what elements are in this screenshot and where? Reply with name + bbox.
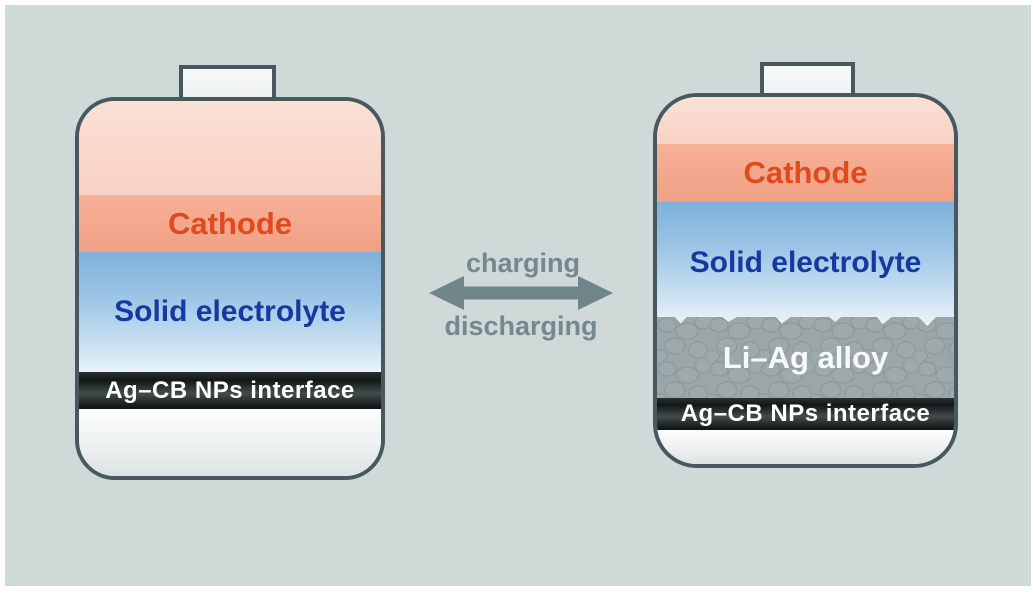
double-arrow-shape: [429, 276, 613, 310]
left-interface-layer: Ag–CB NPs interface: [79, 372, 381, 409]
right-cathode-layer: Cathode: [657, 144, 954, 202]
left-battery: Cathode Solid electrolyte Ag–CB NPs inte…: [75, 97, 385, 480]
left-electrolyte-layer: Solid electrolyte: [79, 252, 381, 372]
right-alloy-layer: Li–Ag alloy: [657, 317, 954, 398]
left-interface-label: Ag–CB NPs interface: [105, 376, 355, 404]
left-electrolyte-label: Solid electrolyte: [114, 295, 346, 328]
left-cathode-layer: Cathode: [79, 195, 381, 252]
figure-background: Cathode Solid electrolyte Ag–CB NPs inte…: [5, 5, 1031, 586]
charge-discharge-double-arrow-icon: [428, 274, 614, 312]
left-cathode-top-layer: [79, 101, 381, 195]
charging-label: charging: [465, 248, 580, 278]
left-cathode-label: Cathode: [168, 205, 292, 241]
alloy-grain-texture: [657, 317, 954, 398]
right-interface-layer: Ag–CB NPs interface: [657, 398, 954, 430]
right-cathode-label: Cathode: [743, 155, 868, 190]
right-interface-label: Ag–CB NPs interface: [680, 400, 931, 427]
right-anode-collector-layer: [657, 430, 954, 464]
right-electrolyte-label: Solid electrolyte: [689, 245, 922, 279]
left-anode-collector-layer: [79, 409, 381, 476]
discharging-label: discharging: [444, 311, 598, 341]
right-battery: Cathode Solid electrolyte: [653, 93, 958, 468]
right-electrolyte-layer: Solid electrolyte: [657, 202, 954, 323]
right-cathode-top-layer: [657, 97, 954, 144]
right-alloy-label: Li–Ag alloy: [722, 339, 889, 375]
